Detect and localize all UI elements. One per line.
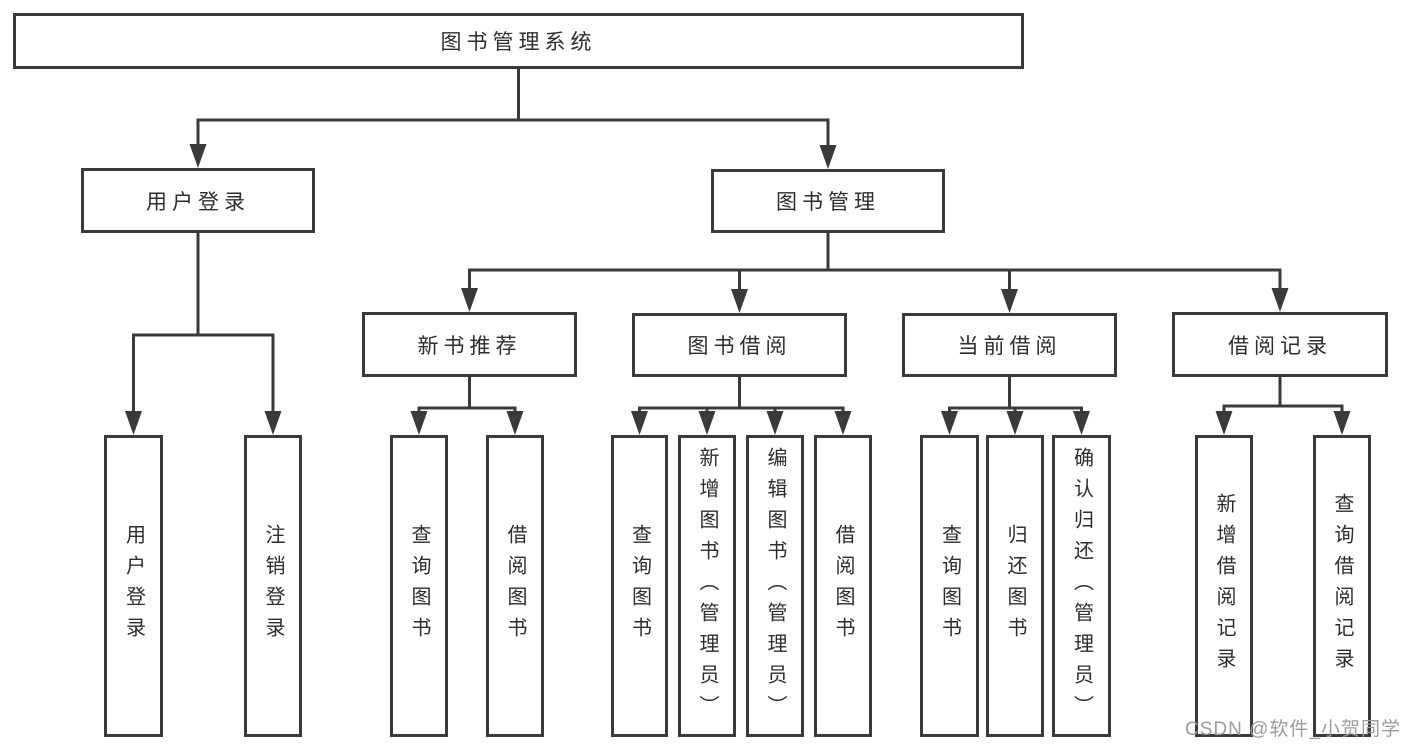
arrowhead-icon	[1333, 411, 1351, 435]
arrowhead-icon	[410, 411, 428, 435]
arrowhead-icon	[1006, 411, 1024, 435]
arrowhead-icon	[1271, 288, 1289, 312]
arrowhead-icon	[1215, 411, 1233, 435]
arrowhead-icon	[506, 411, 524, 435]
arrowhead-icon	[461, 288, 478, 312]
node-book-mgmt: 图书管理	[711, 169, 945, 233]
node-bb-borrow: 借阅图书	[814, 435, 872, 737]
node-br-add: 新增借阅记录	[1195, 435, 1253, 737]
node-new-book: 新书推荐	[362, 312, 577, 377]
node-cb-return: 归还图书	[986, 435, 1044, 737]
arrowhead-icon	[125, 411, 142, 435]
arrowhead-icon	[731, 289, 748, 313]
arrowhead-icon	[698, 411, 716, 435]
arrowhead-icon	[834, 411, 852, 435]
arrowhead-icon	[1073, 411, 1090, 435]
arrowhead-icon	[631, 411, 648, 435]
node-nb-borrow: 借阅图书	[486, 435, 544, 737]
arrowhead-icon	[766, 411, 784, 435]
arrowhead-icon	[941, 411, 958, 435]
node-ul-logout: 注销登录	[244, 435, 302, 737]
watermark: CSDN @软件_小贺同学	[1185, 719, 1401, 740]
node-book-borrow: 图书借阅	[632, 313, 847, 377]
node-cb-query: 查询图书	[920, 435, 979, 737]
arrowhead-icon	[264, 411, 282, 435]
node-borrow-record: 借阅记录	[1172, 312, 1388, 377]
node-nb-query: 查询图书	[390, 435, 448, 737]
node-cb-confirm: 确认归还（管理员）	[1052, 435, 1111, 737]
node-user-login: 用户登录	[81, 168, 315, 233]
node-bb-edit: 编辑图书（管理员）	[746, 435, 804, 737]
arrowhead-icon	[819, 145, 837, 169]
arrowhead-icon	[1001, 289, 1018, 313]
node-br-query: 查询借阅记录	[1313, 435, 1371, 737]
node-bb-add: 新增图书（管理员）	[678, 435, 736, 737]
node-root: 图书管理系统	[13, 13, 1024, 69]
node-current-borrow: 当前借阅	[902, 313, 1117, 377]
node-ul-login: 用户登录	[104, 435, 163, 737]
node-bb-query: 查询图书	[611, 435, 668, 737]
arrowhead-icon	[189, 144, 207, 168]
